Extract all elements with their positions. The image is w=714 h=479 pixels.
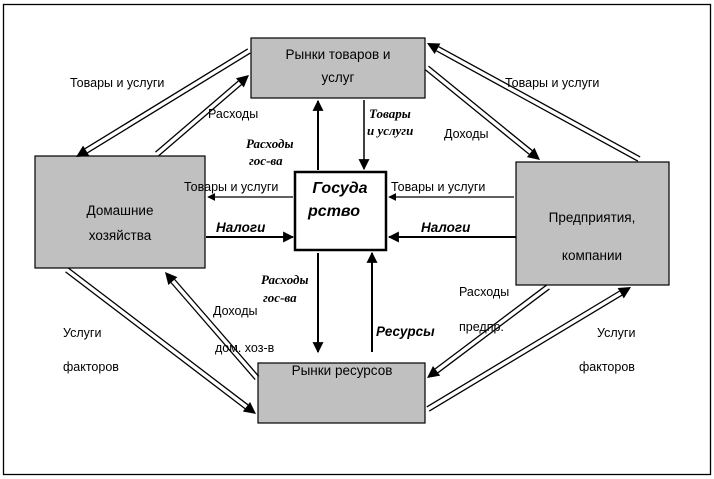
goods-market-label-2: услуг [322, 70, 355, 85]
enterprises-box: Предприятия, компании [515, 161, 670, 286]
double-arrow-resource-market-to-households-head [165, 272, 178, 285]
households-label-2: хозяйства [89, 228, 152, 243]
enterprises-label-1: Предприятия, [549, 210, 636, 225]
label-taxes-households: Налоги [216, 220, 266, 235]
double-arrow-resource-market-to-households-rail [174, 279, 260, 377]
double-arrow-enterprises-to-goods-market [427, 43, 641, 162]
label-taxes-enterprises: Налоги [421, 220, 471, 235]
label-enterprise-expenses-2: предпр. [459, 320, 504, 334]
resource-market-label: Рынки ресурсов [292, 363, 393, 378]
double-arrow-enterprises-to-resource-market-rail [437, 288, 550, 374]
double-arrow-households-to-goods-market-rail [158, 84, 242, 157]
label-goods-to-gov-1: Товары [369, 106, 411, 121]
label-gov-expenses-bottom-1: Расходы [261, 272, 309, 287]
double-arrow-goods-market-to-households-head [76, 145, 90, 157]
outer-frame [2, 3, 712, 476]
double-arrow-goods-market-to-households-rail [87, 52, 251, 154]
double-arrow-resource-market-to-households-rail [170, 282, 256, 380]
double-arrow-enterprises-to-resource-market-rail [434, 284, 547, 370]
label-goods-to-gov-2: и услуги [367, 123, 413, 138]
goods-market-label-1: Рынки товаров и [286, 47, 391, 62]
double-arrow-goods-market-to-enterprises-rail [428, 65, 533, 152]
double-arrow-households-to-resource-market-head [242, 401, 256, 414]
label-goods-gov-to-households: Товары и услуги [184, 180, 278, 194]
double-arrow-resource-market-to-enterprises-head [617, 287, 631, 299]
double-arrow-enterprises-to-resource-market [427, 284, 550, 378]
double-arrow-goods-market-to-enterprises-head [526, 147, 540, 160]
double-arrow-goods-market-to-enterprises-rail [425, 69, 530, 155]
double-arrow-enterprises-to-resource-market-head [427, 365, 441, 378]
label-goods-enterprises-to-gov: Товары и услуги [391, 180, 485, 194]
double-arrow-resource-market-to-enterprises-rail [428, 294, 623, 412]
label-gov-expenses-top-2: гос-ва [249, 153, 283, 168]
label-goods-services-left: Товары и услуги [70, 76, 164, 90]
label-resources: Ресурсы [376, 324, 435, 339]
double-arrow-households-to-resource-market-rail [68, 267, 249, 406]
government-label-1: Госуда [312, 180, 367, 197]
government-arrows [206, 99, 516, 354]
label-factor-services-right-1: Услуги [597, 326, 635, 340]
label-gov-expenses-top-1: Расходы [246, 136, 294, 151]
double-arrow-households-to-goods-market [155, 75, 249, 157]
label-enterprise-expenses-1: Расходы [459, 285, 509, 299]
double-arrow-goods-market-to-households-rail [84, 48, 249, 150]
government-label-2: рство [307, 203, 360, 220]
double-arrow-resource-market-to-enterprises-rail [426, 290, 620, 408]
double-arrow-goods-market-to-enterprises [425, 65, 540, 160]
label-income-enterprises: Доходы [444, 127, 488, 141]
label-income-households-2: дом. хоз-в [215, 341, 275, 355]
double-arrow-enterprises-to-goods-market-rail [438, 46, 641, 158]
double-arrow-enterprises-to-goods-market-head [427, 43, 441, 55]
enterprises-label-2: компании [562, 248, 622, 263]
resource-market-box: Рынки ресурсов [257, 362, 426, 424]
label-expenses-households: Расходы [208, 107, 258, 121]
label-factor-services-left-2: факторов [63, 360, 119, 374]
double-line-arrows [65, 43, 641, 414]
label-income-households-1: Доходы [213, 304, 257, 318]
government-box: Госуда рство [293, 170, 388, 252]
households-box: Домашние хозяйства [34, 155, 206, 269]
double-arrow-households-to-goods-market-rail [155, 80, 239, 153]
double-arrow-enterprises-to-goods-market-rail [436, 50, 639, 162]
label-goods-services-right: Товары и услуги [505, 76, 599, 90]
double-arrow-resource-market-to-households [165, 272, 260, 380]
goods-market-box: Рынки товаров и услуг [250, 37, 426, 99]
double-arrow-households-to-resource-market [65, 267, 256, 414]
double-arrow-households-to-resource-market-rail [65, 271, 246, 410]
label-factor-services-left-1: Услуги [63, 326, 101, 340]
double-arrow-households-to-goods-market-head [235, 75, 249, 88]
households-label-1: Домашние [87, 203, 154, 218]
label-gov-expenses-bottom-2: гос-ва [263, 290, 297, 305]
label-factor-services-right-2: факторов [579, 360, 635, 374]
double-arrow-resource-market-to-enterprises [426, 287, 631, 412]
double-arrow-goods-market-to-households [76, 48, 251, 157]
